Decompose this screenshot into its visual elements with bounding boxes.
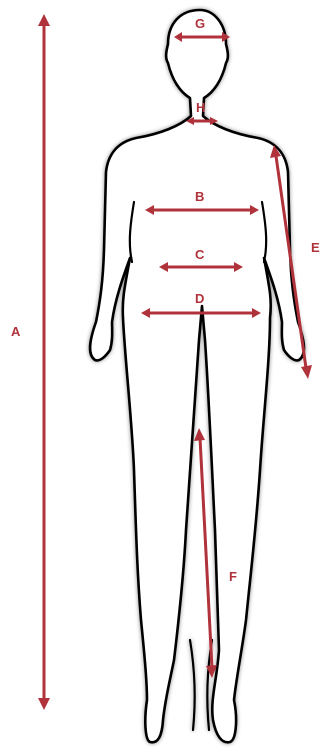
measurement-b-label: B — [195, 189, 204, 204]
measurement-e-label: E — [311, 240, 320, 255]
measurement-g-label: G — [195, 16, 205, 31]
measurement-a-line — [38, 14, 50, 710]
measurement-d-label: D — [195, 291, 204, 306]
measurement-c-label: C — [195, 247, 205, 262]
measurement-h-label: H — [196, 100, 205, 115]
measurement-a-label: A — [11, 324, 21, 339]
measurement-f-label: F — [229, 569, 237, 584]
